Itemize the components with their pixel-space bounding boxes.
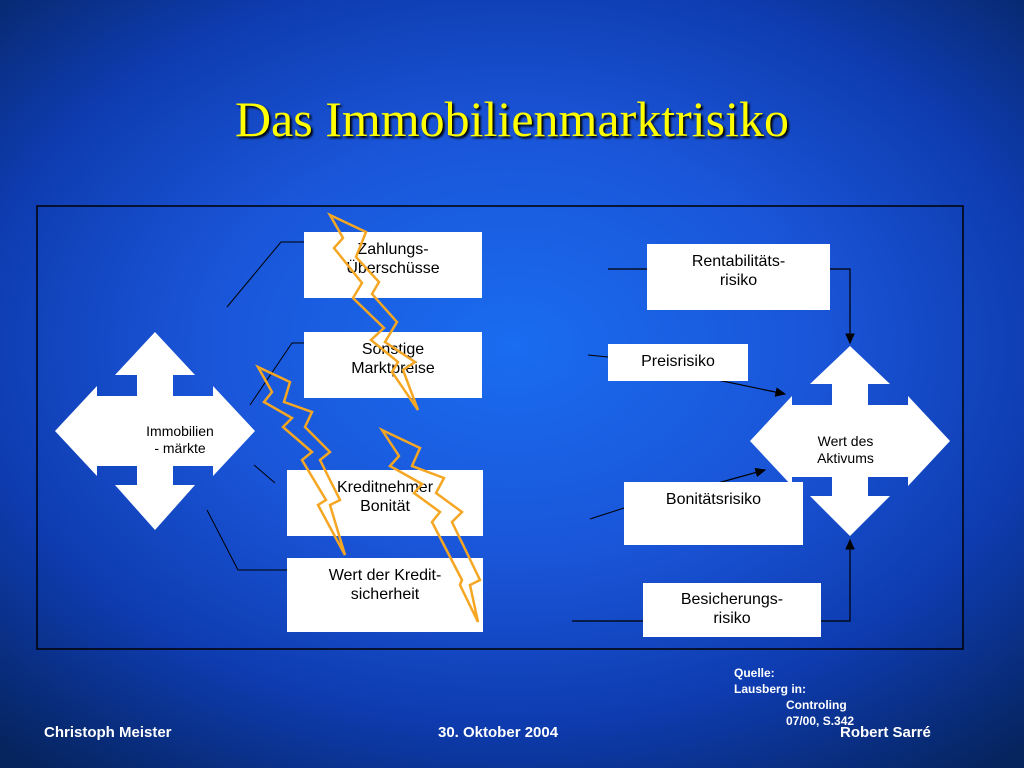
box-sonstige-marktpreise: Sonstige Marktpreise <box>304 332 482 398</box>
footer-date: 30. Oktober 2004 <box>438 724 559 741</box>
footer-presenter: Robert Sarré <box>840 724 931 741</box>
box-rentabilitaetsrisiko: Rentabilitäts- risiko <box>647 244 830 310</box>
box-zahlungsueberschuesse: Zahlungs- Überschüsse <box>304 232 482 298</box>
connector-line <box>587 354 609 358</box>
source-citation: Quelle: Lausberg in: Controling 07/00, S… <box>734 666 855 728</box>
box-kreditnehmer-bonitaet: Kreditnehmer Bonität <box>287 470 483 536</box>
connector-line <box>253 464 276 484</box>
center-label-immobilienmaerkte: Immobilien - märkte <box>146 423 214 456</box>
connector-line <box>589 507 625 520</box>
box-preisrisiko: Preisrisiko <box>608 344 748 381</box>
connector-line <box>206 509 287 571</box>
box-besicherungsrisiko: Besicherungs- risiko <box>643 583 821 637</box>
connector-line <box>249 342 304 406</box>
four-way-arrow-left <box>55 332 255 530</box>
center-label-wert-des-aktivums: Wert des Aktivums <box>817 433 874 466</box>
diagram-frame <box>36 205 964 650</box>
connector-line <box>226 241 304 308</box>
box-bonitaetsrisiko: Bonitätsrisiko <box>624 482 803 545</box>
box-wert-der-kreditsicherheit: Wert der Kredit- sicherheit <box>287 558 483 632</box>
four-way-arrow-right <box>750 346 950 536</box>
footer-author: Christoph Meister <box>44 724 172 741</box>
slide-title: Das Immobilienmarktrisiko <box>234 91 790 147</box>
